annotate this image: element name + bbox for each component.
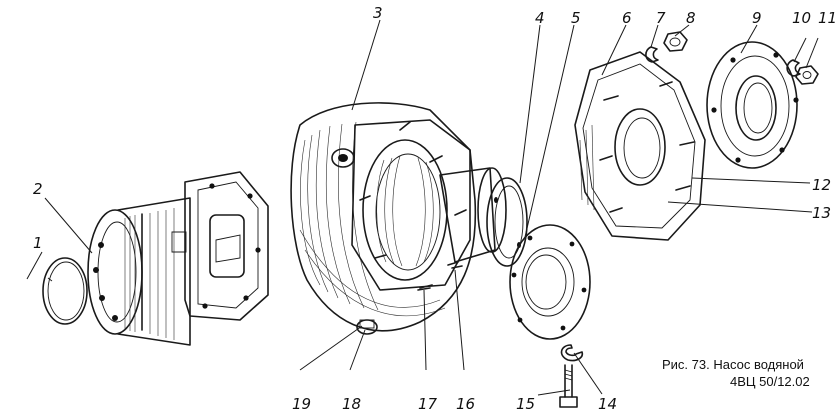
caption-title: Рис. 73. Насос водяной — [662, 357, 804, 372]
part-6-front-cover — [574, 51, 706, 241]
callout-6: 6 — [622, 9, 632, 27]
callout-19: 19 — [292, 395, 311, 413]
part-10-spring-washer — [786, 59, 801, 77]
callout-2: 2 — [33, 180, 43, 198]
callout-4: 4 — [535, 9, 545, 27]
part-7-spring-washer — [645, 46, 659, 63]
part-11-nut — [795, 65, 819, 85]
callout-1: 1 — [33, 234, 43, 252]
callout-16: 16 — [456, 395, 475, 413]
callout-7: 7 — [656, 9, 666, 27]
callout-5: 5 — [571, 9, 581, 27]
callout-3: 3 — [373, 4, 383, 22]
part-2-suction-housing — [87, 171, 269, 346]
leader-lines — [26, 19, 819, 396]
callout-13: 13 — [812, 204, 831, 222]
callout-10: 10 — [792, 9, 811, 27]
part-15-bolt — [559, 364, 578, 408]
callout-9: 9 — [752, 9, 762, 27]
part-17-stud — [417, 287, 431, 291]
callout-14: 14 — [598, 395, 617, 413]
part-9-flange — [706, 41, 799, 169]
part-1-retaining-ring — [42, 257, 88, 325]
callout-11: 11 — [818, 9, 836, 27]
part-14-lock-washer — [560, 344, 584, 362]
part-16-stud — [451, 265, 463, 269]
caption-model: 4ВЦ 50/12.02 — [730, 374, 810, 389]
callout-8: 8 — [686, 9, 696, 27]
callout-18: 18 — [342, 395, 361, 413]
part-8-nut — [663, 31, 688, 52]
callout-numbers: 1 2 3 4 5 6 7 8 9 10 11 12 13 14 15 16 1… — [33, 4, 836, 413]
callout-15: 15 — [516, 395, 535, 413]
callout-17: 17 — [418, 395, 438, 413]
callout-12: 12 — [812, 176, 831, 194]
figure-caption: Рис. 73. Насос водяной 4ВЦ 50/12.02 — [662, 357, 810, 389]
part-5-cover-disc — [509, 224, 591, 340]
part-3-volute-casing — [290, 102, 507, 335]
